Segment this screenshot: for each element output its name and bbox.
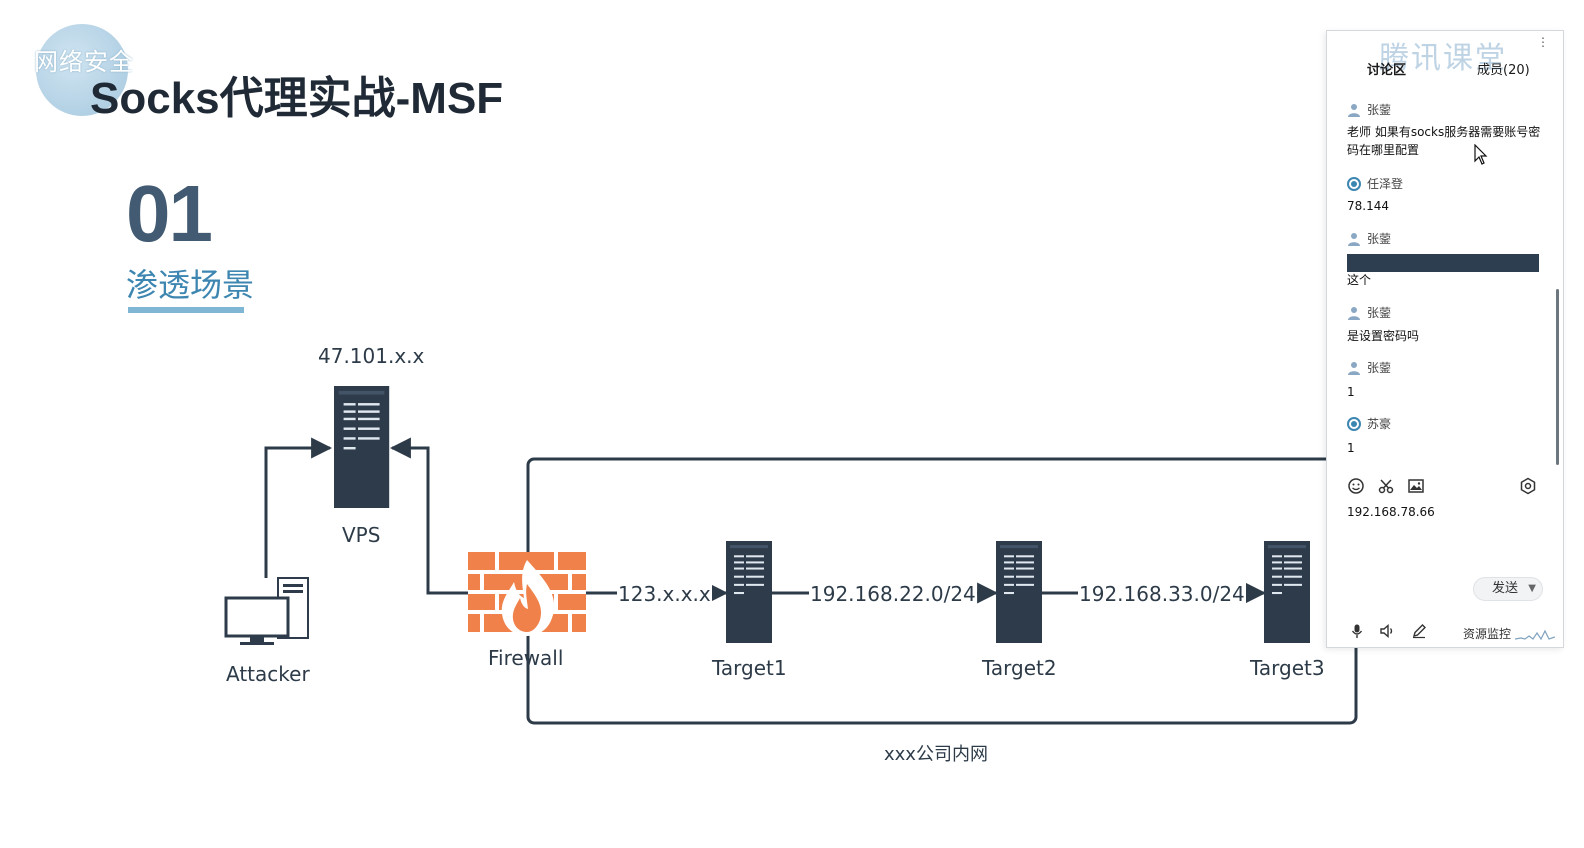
target3-label: Target3	[1250, 656, 1325, 680]
message-input[interactable]: 192.168.78.66	[1347, 505, 1435, 519]
user-avatar-icon	[1348, 104, 1360, 117]
firewall-label: Firewall	[488, 646, 564, 670]
user-avatar-icon	[1348, 233, 1360, 246]
message-text: 78.144	[1347, 199, 1389, 213]
chat-panel: 腾讯课堂 ⋮ 讨论区 成员(20) 张蓥 老师 如果有socks服务器需要账号密…	[1326, 30, 1564, 648]
chevron-down-icon[interactable]: ▼	[1528, 583, 1536, 594]
author-name: 任泽登	[1367, 177, 1404, 191]
tab-discussion[interactable]: 讨论区	[1367, 63, 1407, 78]
link-attacker-vps	[264, 437, 333, 578]
target2-server-icon	[996, 541, 1042, 643]
vps-label: VPS	[342, 523, 381, 547]
emoji-icon[interactable]	[1347, 477, 1365, 495]
mouse-cursor-icon	[1474, 144, 1488, 165]
target3-server-icon	[1264, 541, 1310, 643]
vps-server-icon	[334, 386, 390, 508]
logo-badge	[36, 24, 128, 116]
chat-watermark: 腾讯课堂	[1379, 41, 1507, 76]
link-firewall-vps	[389, 437, 470, 595]
section-number: 01	[126, 169, 213, 258]
section-label: 渗透场景	[126, 266, 255, 304]
attacker-label: Attacker	[226, 662, 310, 686]
speaker-icon[interactable]	[1379, 623, 1395, 639]
link2-label: 192.168.22.0/24	[809, 582, 977, 606]
message-author: 张蓥	[1347, 230, 1391, 247]
message-text: 这个	[1347, 273, 1372, 287]
pen-icon[interactable]	[1411, 623, 1427, 639]
send-button[interactable]: 发送 ▼	[1473, 577, 1543, 601]
resource-graph-icon	[1515, 629, 1555, 641]
author-name: 张蓥	[1367, 232, 1392, 246]
more-menu-icon[interactable]: ⋮	[1537, 35, 1549, 49]
target1-label: Target1	[712, 656, 787, 680]
target1-server-icon	[726, 541, 772, 643]
image-icon[interactable]	[1407, 477, 1425, 495]
page-title: Socks代理实战-MSF	[90, 74, 504, 123]
author-name: 张蓥	[1367, 103, 1392, 117]
message-author: 张蓥	[1347, 101, 1391, 118]
author-name: 张蓥	[1367, 361, 1392, 375]
user-avatar-icon	[1348, 362, 1360, 375]
send-label: 发送	[1492, 581, 1519, 596]
chat-bottom-bar: 资源监控	[1327, 617, 1563, 647]
tab-members[interactable]: 成员(20)	[1477, 63, 1530, 78]
chat-header: 腾讯课堂 ⋮ 讨论区 成员(20)	[1327, 31, 1563, 81]
link3-label: 192.168.33.0/24	[1078, 582, 1246, 606]
message-author: 张蓥	[1347, 304, 1391, 321]
network-label: xxx公司内网	[884, 744, 988, 765]
message-text: 1	[1347, 441, 1355, 455]
author-name: 苏豪	[1367, 417, 1392, 431]
message-text: 是设置密码吗	[1347, 329, 1420, 343]
section-underline	[128, 307, 244, 313]
user-avatar-icon	[1348, 307, 1360, 320]
firewall-icon	[468, 552, 586, 636]
microphone-icon[interactable]	[1349, 623, 1365, 639]
vps-ip-label: 47.101.x.x	[318, 344, 425, 368]
message-author: 张蓥	[1347, 359, 1391, 376]
user-avatar-icon	[1347, 177, 1361, 191]
logo-text: 网络安全	[34, 48, 134, 76]
target2-label: Target2	[982, 656, 1057, 680]
resource-monitor-link[interactable]: 资源监控	[1463, 627, 1512, 641]
settings-icon[interactable]	[1519, 477, 1537, 495]
message-text: 老师 如果有socks服务器需要账号密码在哪里配置	[1347, 125, 1541, 157]
author-name: 张蓥	[1367, 306, 1392, 320]
message-author: 苏豪	[1347, 415, 1391, 432]
message-author: 任泽登	[1347, 175, 1403, 192]
chat-scrollbar[interactable]	[1556, 289, 1559, 465]
link1-label: 123.x.x.x	[617, 582, 712, 606]
message-text: 1	[1347, 385, 1355, 399]
user-avatar-icon	[1347, 417, 1361, 431]
attacker-computer-icon	[224, 577, 309, 645]
redacted-image	[1347, 254, 1539, 272]
scissors-icon[interactable]	[1377, 477, 1395, 495]
